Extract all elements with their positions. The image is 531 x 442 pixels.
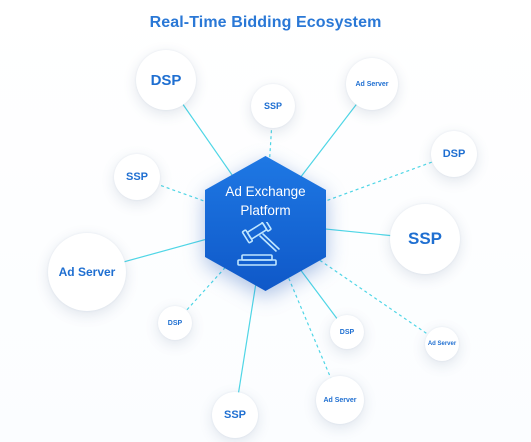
diagram-title: Real-Time Bidding Ecosystem — [149, 14, 382, 31]
gavel-icon — [237, 222, 280, 266]
node-ssp-bottom: SSP — [212, 392, 258, 438]
link-dsp-bottom-left — [174, 222, 266, 324]
node-ad-server-bottom: Ad Server — [316, 376, 364, 424]
ad-exchange-hub — [205, 156, 326, 291]
hub-label-line1: Ad Exchange — [225, 184, 306, 199]
node-ssp-left: SSP — [114, 154, 160, 200]
node-ad-server-left: Ad Server — [48, 233, 126, 311]
node-ad-server-top-right: Ad Server — [346, 58, 398, 110]
node-dsp-right: DSP — [431, 131, 477, 177]
node-dsp-bottom-left: DSP — [158, 306, 192, 340]
node-ssp-right: SSP — [390, 204, 460, 274]
hub-label: Ad Exchange Platform — [203, 182, 328, 220]
link-ssp-left — [136, 176, 266, 224]
node-ssp-top: SSP — [251, 84, 295, 128]
node-dsp-bottom-mid: DSP — [330, 315, 364, 349]
node-ad-server-bottom-right: Ad Server — [425, 327, 459, 361]
hub-label-line2: Platform — [240, 203, 291, 218]
node-dsp-top-left: DSP — [136, 50, 196, 110]
